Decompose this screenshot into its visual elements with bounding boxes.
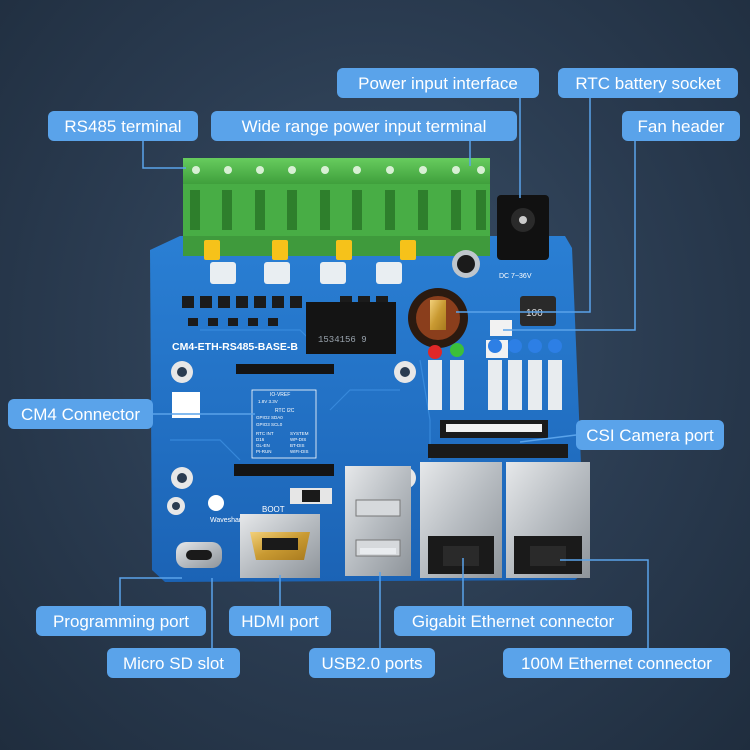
table-gpio3: GPIO3 SCL0 — [256, 422, 283, 427]
cm4-connector — [234, 364, 334, 476]
label-micro-sd-slot: Micro SD slot — [107, 648, 240, 678]
table-rtc-i2c: RTC I2C — [275, 408, 295, 414]
label-rs485-terminal: RS485 terminal — [48, 111, 198, 141]
label-hdmi-port: HDMI port — [229, 606, 331, 636]
dc-voltage-text: DC 7~36V — [499, 273, 532, 280]
inductor-marking: 100 — [526, 308, 543, 319]
ethernet-ports — [420, 462, 590, 578]
table-gl-en: GL-EN — [256, 443, 270, 448]
boot-text: BOOT — [262, 505, 285, 514]
table-system: SYSTEM — [290, 431, 309, 436]
label-100m-ethernet-connector: 100M Ethernet connector — [503, 648, 730, 678]
label-power-input-interface: Power input interface — [337, 68, 539, 98]
board-silkscreen-title: CM4-ETH-RS485-BASE-B — [172, 341, 298, 353]
table-io-vref: IO-VREF — [270, 392, 290, 398]
table-wp-dis: WP-DIS — [290, 437, 306, 442]
label-usb2-ports: USB2.0 ports — [309, 648, 435, 678]
table-vref-values: 1.8V 3.3V — [258, 399, 278, 404]
label-cm4-connector: CM4 Connector — [8, 399, 153, 429]
label-csi-camera-port: CSI Camera port — [576, 420, 724, 450]
yellow-jumpers — [204, 240, 416, 260]
waveshare-logo: Waveshare — [208, 495, 245, 524]
silkscreen-table: IO-VREF 1.8V 3.3V RTC I2C GPIO2 SDA0 GPI… — [251, 389, 317, 459]
table-d16: D16 — [256, 437, 265, 442]
rtc-battery-socket — [408, 288, 468, 348]
capacitor — [452, 250, 480, 278]
hdmi-port — [240, 514, 320, 578]
main-chip: 1534156 9 — [306, 302, 396, 354]
usb-ports — [345, 466, 411, 576]
white-components — [210, 262, 402, 284]
dc-power-jack: DC 7~36V — [497, 195, 549, 280]
boot-button: BOOT — [262, 488, 332, 514]
label-fan-header: Fan header — [622, 111, 740, 141]
brand-text: Waveshare — [210, 517, 245, 524]
label-rtc-battery-socket: RTC battery socket — [558, 68, 738, 98]
label-gigabit-ethernet-connector: Gigabit Ethernet connector — [394, 606, 632, 636]
led-indicators — [428, 339, 562, 410]
terminal-blocks — [183, 158, 490, 256]
table-pi-run: PI-RUN — [256, 449, 272, 454]
label-wide-range-power-input-terminal: Wide range power input terminal — [211, 111, 517, 141]
inductor: 100 — [520, 296, 556, 326]
table-gpio2: GPIO2 SDA0 — [256, 415, 283, 420]
usb-c-port — [176, 542, 222, 568]
csi-camera-port — [428, 420, 568, 458]
table-rtc-int: RTC INT — [256, 431, 274, 436]
label-programming-port: Programming port — [36, 606, 206, 636]
leader-lines — [119, 96, 649, 648]
chip-marking: 1534156 9 — [318, 335, 367, 345]
table-wifi-dis: WIFI-DIS — [290, 449, 309, 454]
table-bt-dis: BT-DIS — [290, 443, 305, 448]
